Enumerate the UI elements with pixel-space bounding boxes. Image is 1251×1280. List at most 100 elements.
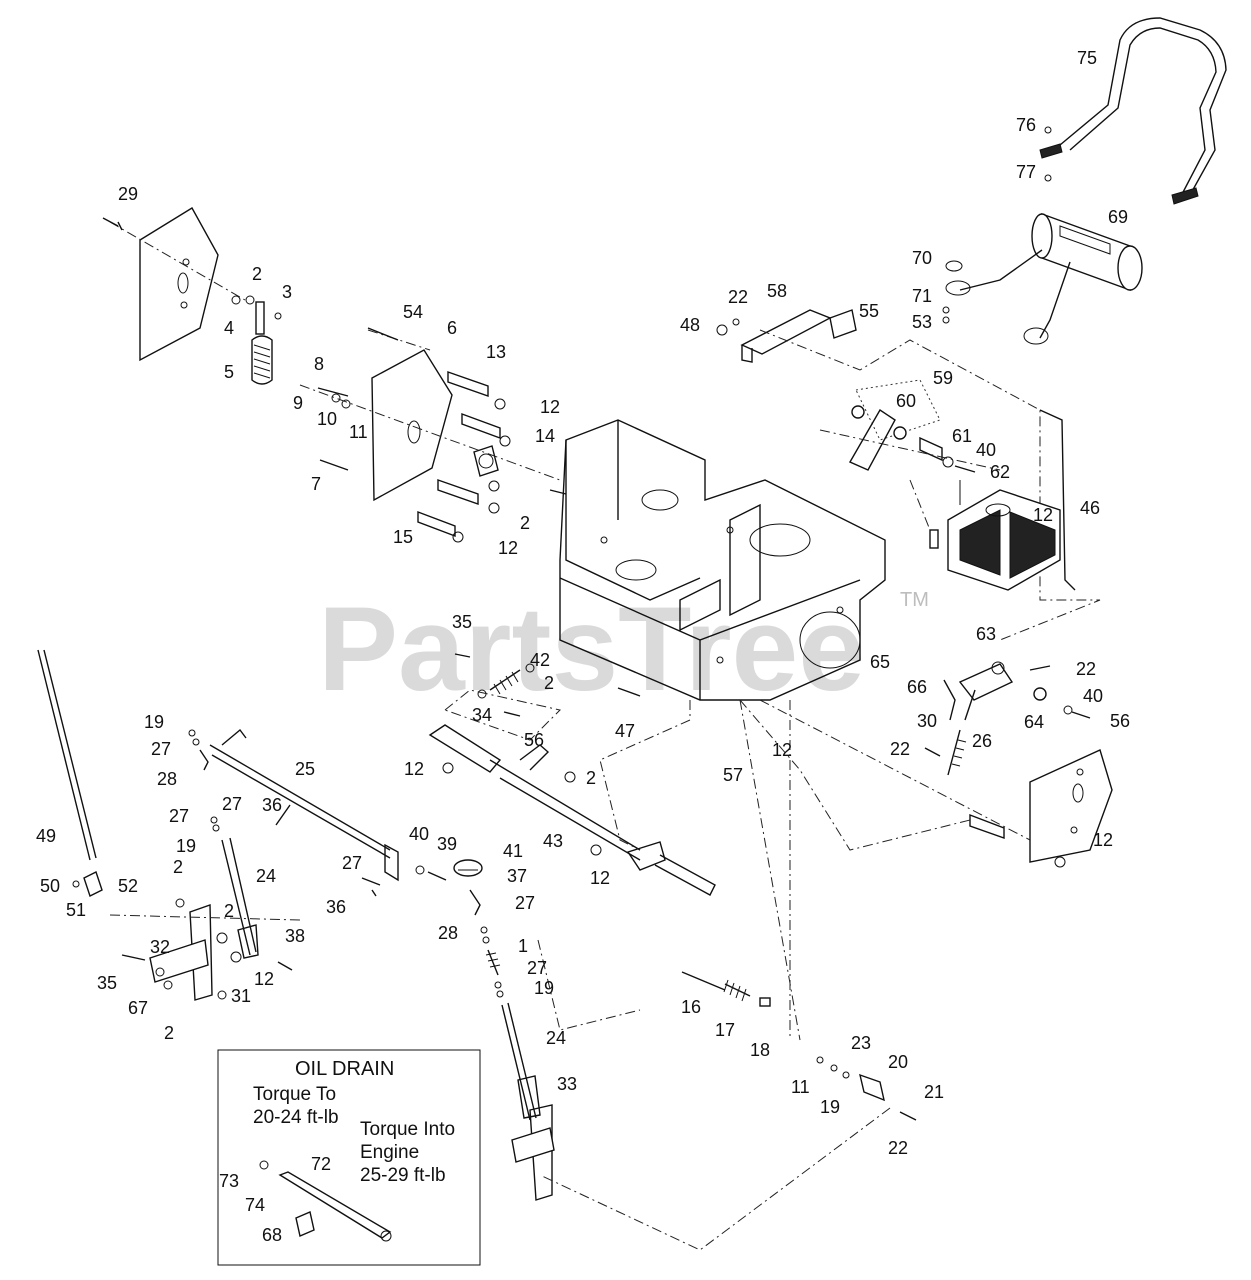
callout: 39 bbox=[437, 834, 457, 854]
callout: 12 bbox=[1093, 830, 1113, 850]
callout: 11 bbox=[791, 1077, 810, 1097]
callout: 43 bbox=[543, 831, 563, 851]
spring-42 bbox=[443, 653, 561, 741]
callout: 66 bbox=[907, 677, 927, 697]
callout: 26 bbox=[972, 731, 992, 751]
spring-17-assembly bbox=[539, 699, 917, 1251]
callout: 47 bbox=[615, 721, 635, 741]
callout: 27 bbox=[222, 794, 242, 814]
callout: 12 bbox=[254, 969, 274, 989]
callout: 24 bbox=[256, 866, 276, 886]
callout: 50 bbox=[40, 876, 60, 896]
callout: 12 bbox=[590, 868, 610, 888]
callout: 19 bbox=[144, 712, 164, 732]
callout: 59 bbox=[933, 368, 953, 388]
callout: 40 bbox=[976, 440, 996, 460]
callout: 25 bbox=[295, 759, 315, 779]
callout: 5 bbox=[224, 362, 234, 382]
callout: 22 bbox=[728, 287, 748, 307]
callout: 67 bbox=[128, 998, 148, 1018]
callout: 73 bbox=[219, 1171, 239, 1191]
callout: 64 bbox=[1024, 712, 1044, 732]
callout: 30 bbox=[917, 711, 937, 731]
callout: 20 bbox=[888, 1052, 908, 1072]
battery bbox=[909, 479, 1061, 591]
callout: 70 bbox=[912, 248, 932, 268]
callout: 3 bbox=[282, 282, 292, 302]
main-frame bbox=[549, 419, 886, 701]
callout: 6 bbox=[447, 318, 457, 338]
callout: 40 bbox=[409, 824, 429, 844]
callout: 16 bbox=[681, 997, 701, 1017]
routing-line-3 bbox=[537, 939, 641, 1031]
callout: 35 bbox=[97, 973, 117, 993]
callout: 55 bbox=[859, 301, 879, 321]
muffler bbox=[942, 213, 1143, 345]
callout: 2 bbox=[544, 673, 554, 693]
callout: 40 bbox=[1083, 686, 1103, 706]
callout: 49 bbox=[36, 826, 56, 846]
callout: 35 bbox=[452, 612, 472, 632]
callout: 27 bbox=[151, 739, 171, 759]
callout: 77 bbox=[1016, 162, 1036, 182]
control-rod-25 bbox=[209, 728, 447, 897]
oil-drain-title: OIL DRAIN bbox=[295, 1058, 394, 1080]
left-side-plate bbox=[102, 207, 246, 362]
callout: 76 bbox=[1016, 115, 1036, 135]
handle-75 bbox=[1039, 17, 1227, 205]
torque-into-line-2: Engine bbox=[360, 1142, 419, 1163]
callout: 27 bbox=[342, 853, 362, 873]
callout: 21 bbox=[924, 1082, 944, 1102]
callout: 58 bbox=[767, 281, 787, 301]
rod-46 bbox=[1039, 409, 1076, 591]
callout: 28 bbox=[157, 769, 177, 789]
callout: 4 bbox=[224, 318, 234, 338]
callout: 13 bbox=[486, 342, 506, 362]
callout: 51 bbox=[66, 900, 86, 920]
callout: 15 bbox=[393, 527, 413, 547]
knob-41 bbox=[453, 859, 555, 1201]
callout: 2 bbox=[586, 768, 596, 788]
right-side-plate bbox=[969, 749, 1113, 868]
callout: 24 bbox=[546, 1028, 566, 1048]
callout: 33 bbox=[557, 1074, 577, 1094]
callout: 18 bbox=[750, 1040, 770, 1060]
callout: 27 bbox=[169, 806, 189, 826]
routing-line-1 bbox=[599, 700, 691, 851]
callout: 62 bbox=[990, 462, 1010, 482]
callout: 61 bbox=[952, 426, 972, 446]
callout: 19 bbox=[534, 978, 554, 998]
callout: 74 bbox=[245, 1195, 265, 1215]
callout: 41 bbox=[503, 841, 523, 861]
callout: 23 bbox=[851, 1033, 871, 1053]
bracket-60 bbox=[819, 405, 1001, 473]
callout: 9 bbox=[293, 393, 303, 413]
callout: 37 bbox=[507, 866, 527, 886]
callout: 52 bbox=[118, 876, 138, 896]
torque-to-line-2: 20-24 ft-lb bbox=[253, 1107, 339, 1128]
callout: 28 bbox=[438, 923, 458, 943]
lever-assembly-66 bbox=[759, 661, 1091, 841]
callout: 2 bbox=[173, 857, 183, 877]
callout: 32 bbox=[150, 937, 170, 957]
callout: 12 bbox=[540, 397, 560, 417]
callout: 54 bbox=[403, 302, 423, 322]
callout: 31 bbox=[231, 986, 251, 1006]
callout-labels: 29 2 3 4 5 54 6 13 8 9 10 11 12 7 14 15 … bbox=[36, 48, 1130, 1245]
callout: 22 bbox=[888, 1138, 908, 1158]
callout: 12 bbox=[404, 759, 424, 779]
callout: 19 bbox=[820, 1097, 840, 1117]
torque-to-line-1: Torque To bbox=[253, 1084, 336, 1105]
watermark-tm: TM bbox=[900, 589, 929, 611]
callout: 17 bbox=[715, 1020, 735, 1040]
callout: 56 bbox=[1110, 711, 1130, 731]
lever-43 bbox=[428, 687, 716, 896]
callout: 57 bbox=[723, 765, 743, 785]
callout: 75 bbox=[1077, 48, 1097, 68]
callout: 22 bbox=[890, 739, 910, 759]
routing-line-2 bbox=[739, 699, 971, 851]
callout: 69 bbox=[1108, 207, 1128, 227]
callout: 8 bbox=[314, 354, 324, 374]
callout: 19 bbox=[176, 836, 196, 856]
callout: 2 bbox=[164, 1023, 174, 1043]
